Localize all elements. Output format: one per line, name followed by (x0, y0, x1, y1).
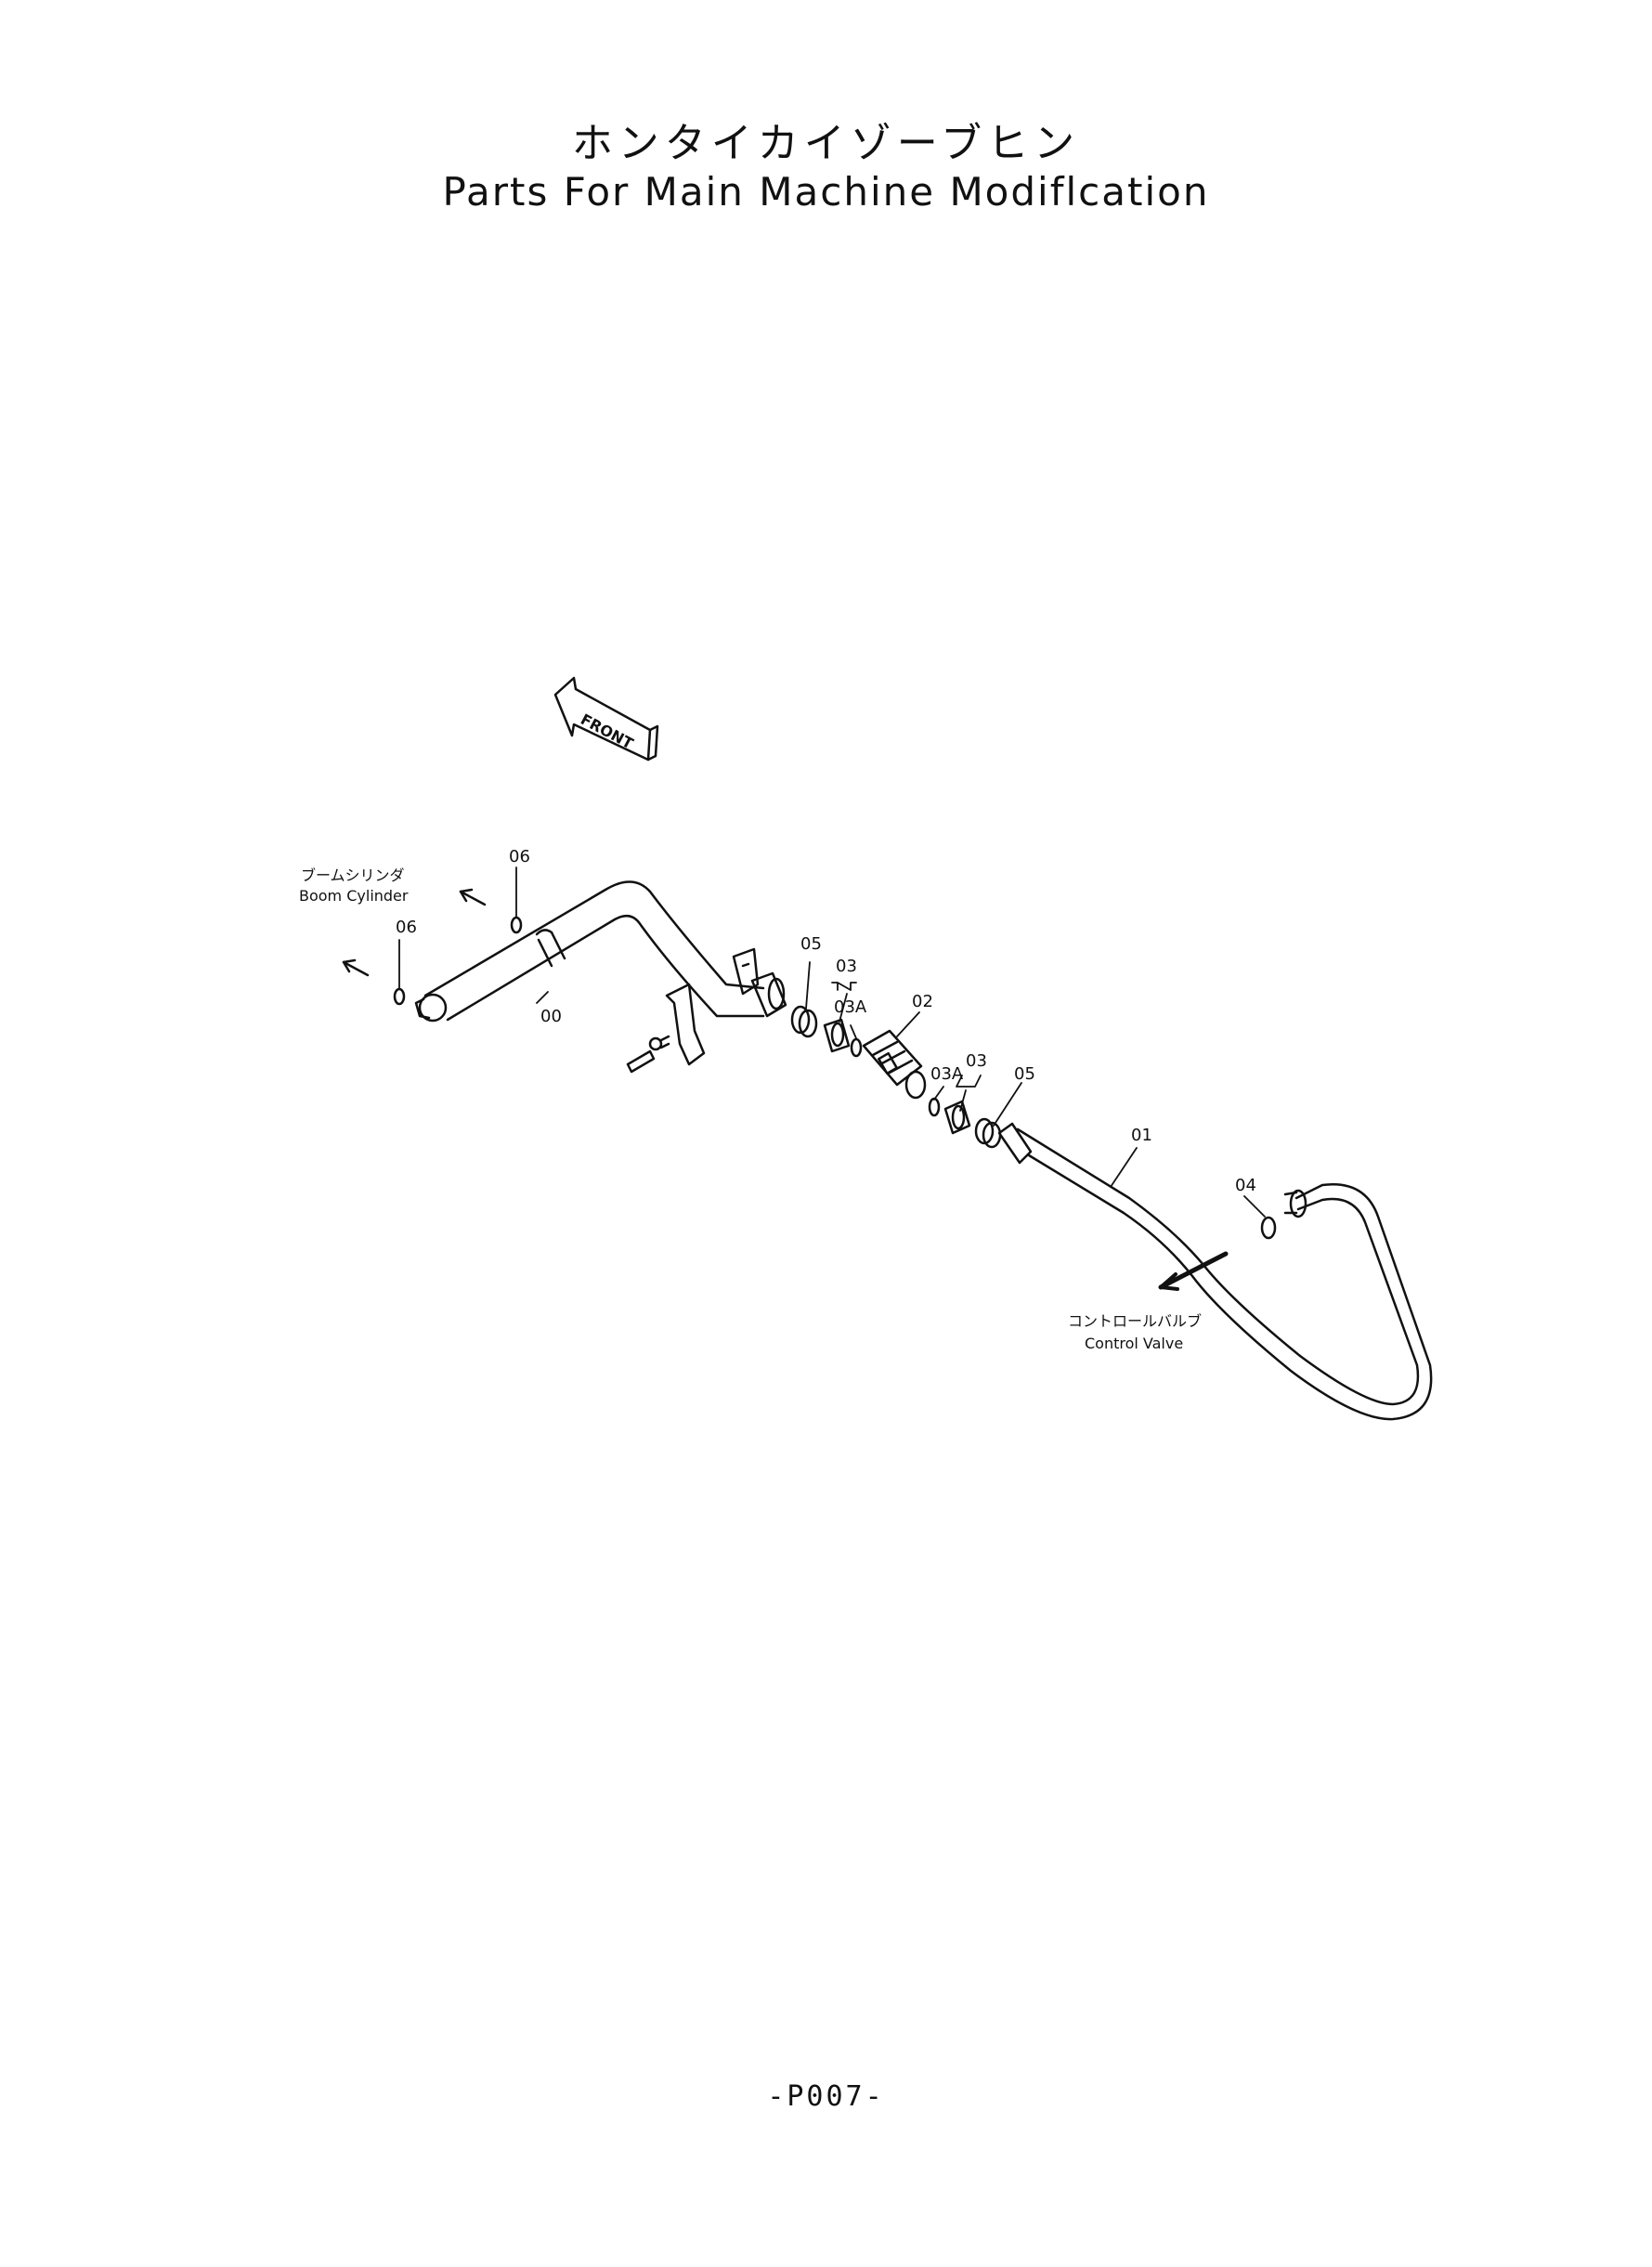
page-number: -P007- (767, 2080, 885, 2113)
o-ring-06-upper (510, 916, 523, 934)
pipe-00 (414, 880, 765, 1023)
part-label-04: 04 (1235, 1176, 1256, 1195)
page-title-english: Parts For Main Machine Modiflcation (442, 169, 1210, 215)
control-valve-direction-arrow-icon (1158, 1251, 1229, 1291)
clamp-bracket (626, 947, 760, 1074)
boom-direction-arrow-icon (342, 888, 487, 977)
part-label-03: 03 (836, 957, 857, 976)
o-ring-04 (1260, 1216, 1277, 1240)
front-arrow-icon (553, 676, 659, 762)
part-label-03a: 03A (834, 997, 867, 1017)
leader-lines (398, 866, 1266, 1218)
boom-cylinder-label-en: Boom Cylinder (299, 887, 409, 905)
part-label-05: 05 (1014, 1064, 1035, 1084)
part-label-00: 00 (540, 1007, 562, 1026)
control-valve-label-en: Control Valve (1085, 1335, 1183, 1352)
page-title-japanese: ホンタイカイゾーブヒン (571, 120, 1081, 167)
part-label-03: 03 (966, 1051, 987, 1071)
part-label-06: 06 (396, 918, 417, 937)
pipe-01 (997, 1122, 1433, 1421)
part-label-03a: 03A (930, 1064, 964, 1084)
part-label-01: 01 (1131, 1126, 1152, 1145)
part-label-06: 06 (509, 847, 530, 866)
o-ring-06-lower (393, 987, 406, 1006)
part-label-02: 02 (912, 992, 933, 1011)
part-label-05: 05 (800, 934, 822, 954)
control-valve-label-jp: コントロールバルブ (1068, 1312, 1202, 1330)
boom-cylinder-label-jp: ブームシリンダ (301, 866, 405, 884)
coupling-assembly (790, 1005, 1002, 1149)
fitting-end (750, 971, 787, 1018)
